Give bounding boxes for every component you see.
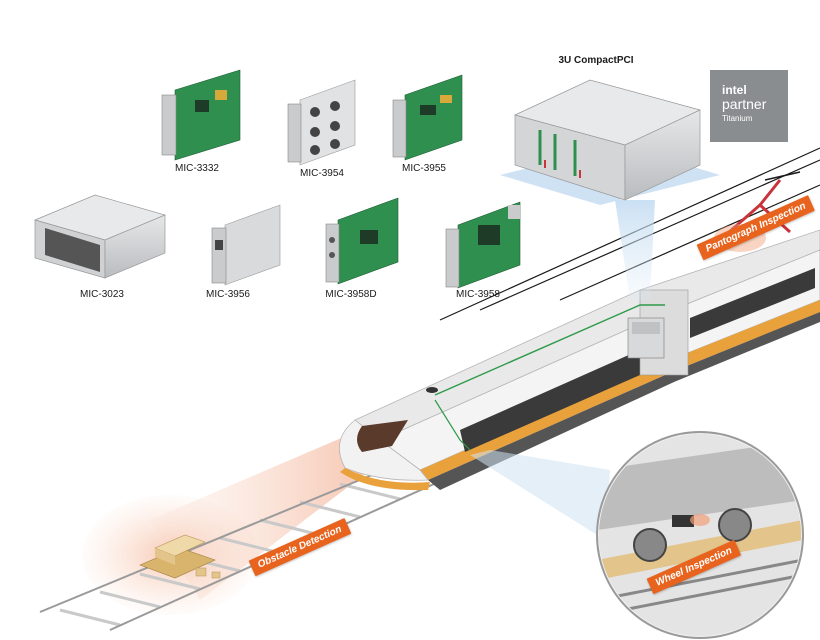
intel-logo-text: intel [722,83,747,97]
card-mic-3958d [325,197,399,285]
partner-word: partner [722,96,767,112]
train [338,171,820,491]
card-mic-3958 [445,201,521,289]
card-mic-3954 [287,79,356,166]
label-mic-3332: MIC-3332 [175,163,219,174]
mic-3023-chassis [33,194,167,279]
wheel-link-beam [470,450,610,540]
label-mic-3954: MIC-3954 [300,168,344,179]
partner-tier: Titanium [722,114,753,123]
card-mic-3332 [161,69,241,161]
label-mic-3958d: MIC-3958D [325,289,377,300]
card-mic-3956 [211,204,281,286]
label-mic-3958: MIC-3958 [456,289,500,300]
chassis-title: 3U CompactPCI [558,55,634,66]
chassis-link-beam [615,200,655,300]
card-mic-3955 [392,74,463,161]
intel-partner-badge: intel partner Titanium [710,70,788,142]
label-mic-3956: MIC-3956 [206,289,250,300]
obstacle-pallet [139,534,221,579]
label-mic-3955: MIC-3955 [402,163,446,174]
wheel-inspection-inset [596,431,804,639]
label-mic-3023: MIC-3023 [80,289,124,300]
chassis-3u [513,79,702,201]
